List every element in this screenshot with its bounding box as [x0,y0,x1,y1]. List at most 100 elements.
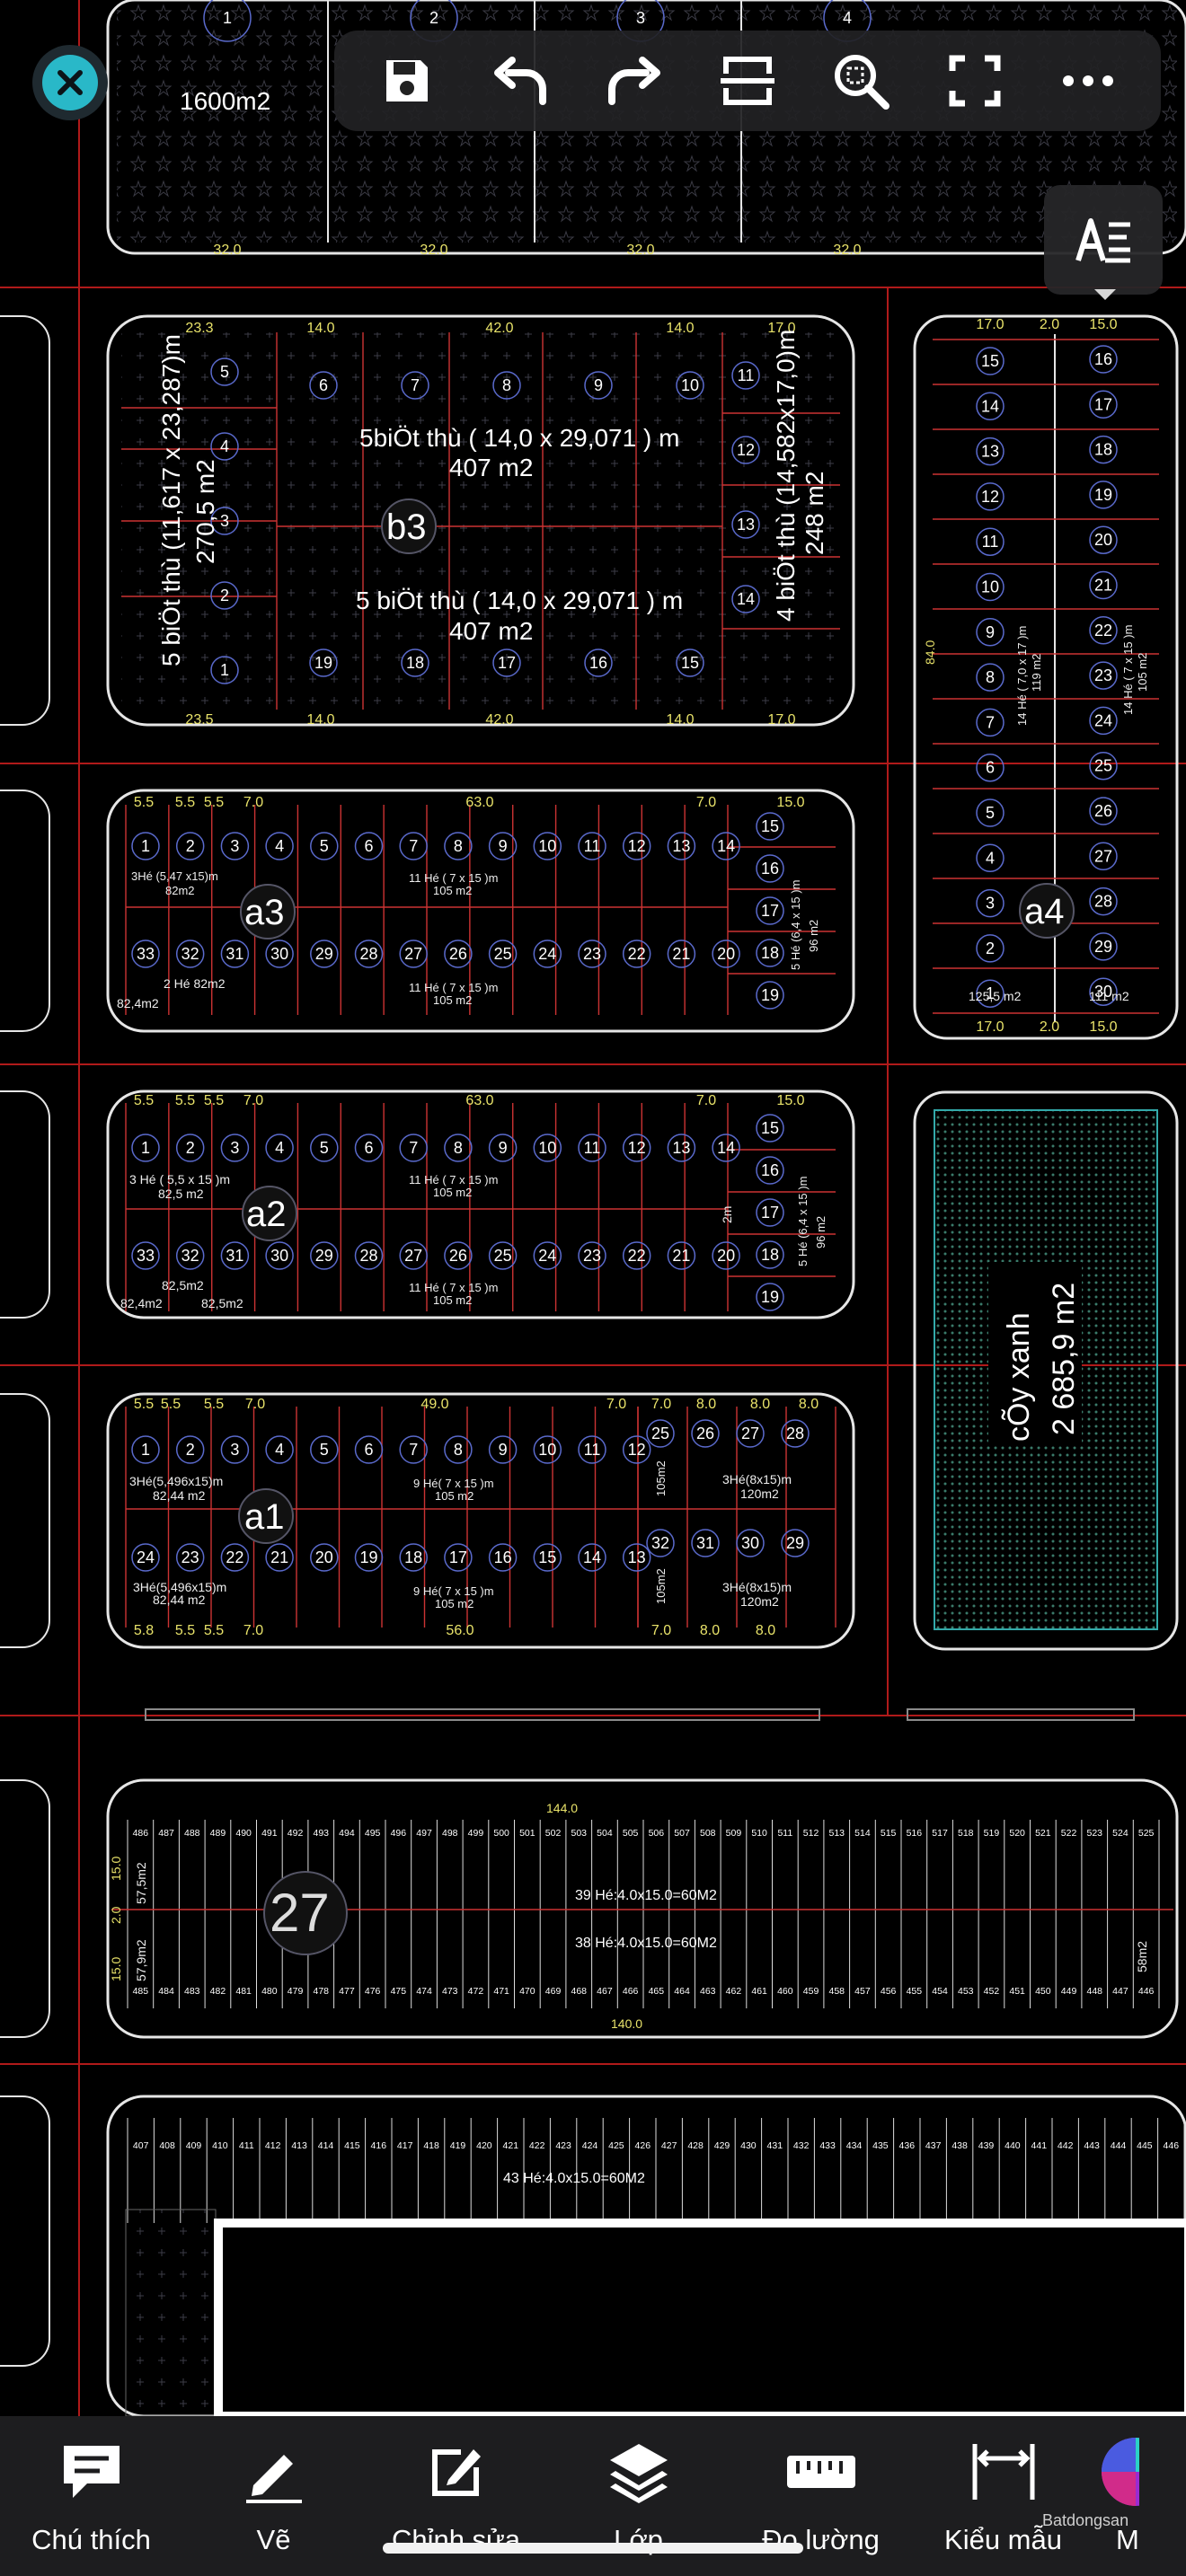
b3-top-dim: 14.0 [666,321,694,336]
block27-lot-top: 508 [700,1828,716,1839]
block27-lot-top: 496 [391,1828,407,1839]
a4-note-left: 14 Hé ( 7,0 x 17 )m [1015,626,1029,726]
b3-lot-number: 16 [584,648,613,677]
a3-note-mid-bottom: 11 Hé ( 7 x 15 )m [409,981,498,994]
svg-text:18: 18 [1094,441,1112,459]
block27-label: 27 [270,1883,330,1943]
a1-lot-number: 19 [354,1543,384,1572]
a1-top-dim: 49.0 [420,1397,448,1412]
a4-lot-number: 15 [976,347,1005,375]
svg-text:19: 19 [761,986,779,1004]
svg-text:16: 16 [589,654,607,672]
b3-right-vert: 4 biÖt thù (14,582x17,0)m [772,330,800,622]
a3-lot-number: 7 [399,832,428,860]
bottom-lot-number: 409 [186,2140,202,2151]
svg-text:2: 2 [986,940,995,957]
a1-area-105-top: 105m2 [654,1460,668,1496]
svg-text:15: 15 [538,1548,556,1566]
undo-button[interactable] [480,40,561,121]
a3-lot-number: 5 [310,832,339,860]
svg-text:3: 3 [986,895,995,913]
a2-top-dim: 5.5 [204,1093,224,1108]
fullscreen-button[interactable] [934,40,1015,121]
block27-left-area-bottom: 57,9m2 [134,1939,148,1981]
svg-text:17: 17 [761,902,779,920]
block27-lot-bottom: 480 [261,1986,278,1997]
save-icon [386,60,429,101]
svg-text:26: 26 [696,1425,714,1442]
save-button[interactable] [367,40,447,121]
svg-text:21: 21 [270,1548,288,1566]
text-style-chevron-icon [1094,289,1116,300]
svg-text:14: 14 [717,837,735,855]
block27-dim15-bottom: 15.0 [109,1957,123,1981]
style-tool[interactable]: Kiểu mẫu [912,2416,1094,2576]
b3-lot-number: 5 [210,357,239,386]
svg-text:2: 2 [220,587,229,604]
a2-lot-number: 8 [444,1134,473,1162]
svg-text:3: 3 [636,9,645,27]
a1-bottom-dim: 7.0 [651,1623,671,1638]
svg-text:15: 15 [681,654,699,672]
a4-lot-number: 7 [976,708,1005,737]
comment-tool[interactable]: Chú thích [0,2416,182,2576]
a1-lot-number: 25 [646,1419,675,1448]
redo-button[interactable] [594,40,675,121]
a2-area-corner: 82,4m2 [120,1296,163,1310]
svg-text:1: 1 [986,984,995,1002]
zoom-button[interactable] [820,40,901,121]
a4-note-right: 14 Hé ( 7 x 15 )m [1121,625,1135,715]
a3-lot-number: 25 [488,940,518,968]
redo-icon [607,57,660,105]
block27-lot-top: 503 [571,1828,587,1839]
svg-text:6: 6 [364,837,373,855]
svg-text:14: 14 [981,397,999,415]
svg-text:22: 22 [1094,622,1112,640]
block27-lot-bottom: 481 [235,1986,252,1997]
crop-button[interactable] [707,40,788,121]
block27-right-area: 58m2 [1135,1941,1149,1972]
b3-right-area: 248 m2 [801,472,828,555]
svg-text:25: 25 [494,945,512,963]
bottom-lot-number: 416 [371,2140,387,2151]
text-style-button[interactable] [1044,185,1163,295]
home-indicator[interactable] [383,2543,803,2554]
a3-lot-number: 28 [354,940,384,968]
dimension-icon [972,2444,1034,2500]
a4-lot-number: 20 [1089,525,1118,554]
a2-lot-number: 3 [220,1134,250,1162]
block27-lot-bottom: 466 [623,1986,639,1997]
a3-lot-number: 21 [667,940,696,968]
svg-text:9: 9 [594,376,603,394]
svg-text:17: 17 [498,654,516,672]
a4-corner-right: 111 m2 [1089,989,1129,1003]
a3-lot-number: 17 [756,896,784,925]
svg-text:23: 23 [583,1247,601,1265]
more-tools[interactable]: M [1094,2416,1186,2576]
a2-lot-number: 23 [578,1241,606,1270]
b3-lot-number: 9 [584,371,613,400]
svg-text:6: 6 [364,1441,373,1459]
a3-lot-number: 29 [310,940,339,968]
a1-top-dim: 8.0 [799,1397,819,1412]
a1-area-left-bottom: 82,44 m2 [153,1592,206,1607]
draw-tool[interactable]: Vẽ [182,2416,365,2576]
svg-text:16: 16 [761,1161,779,1179]
a4-lot-number: 25 [1089,751,1118,781]
b3-lot-number: 15 [676,648,704,677]
block27-lot-top: 507 [674,1828,690,1839]
a1-lot-number: 5 [310,1435,339,1464]
svg-text:8: 8 [502,376,511,394]
svg-text:2: 2 [429,9,438,27]
close-button[interactable] [32,45,108,120]
a4-dim-84: 84.0 [923,640,937,665]
a4-lot-number: 30 [1089,977,1118,1006]
b3-left-area: 270,5 m2 [191,459,219,564]
more-button[interactable] [1048,40,1128,121]
block27-lot-bottom: 475 [391,1986,407,1997]
a4-bottom-dim: 2.0 [1040,1019,1059,1035]
a4-corner-left: 125,5 m2 [969,989,1022,1003]
block27-lot-bottom: 453 [958,1986,974,1997]
